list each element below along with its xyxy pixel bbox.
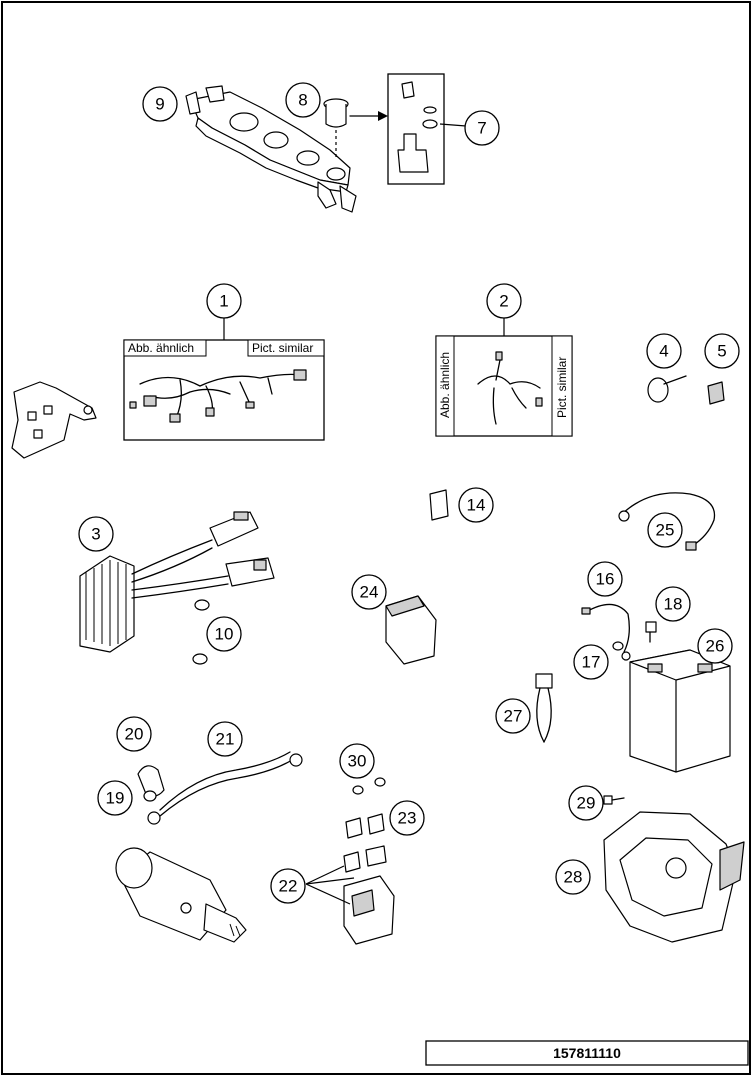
- battery-box: [603, 811, 745, 943]
- svg-text:5: 5: [717, 342, 726, 361]
- screws: [192, 599, 210, 665]
- similar-label-de-2: Abb. ähnlich: [438, 352, 452, 418]
- small-relay: [429, 489, 449, 521]
- callout-2: 2: [486, 283, 522, 319]
- callout-22: 22: [270, 868, 306, 904]
- callout-16: 16: [587, 561, 623, 597]
- svg-text:27: 27: [504, 707, 523, 726]
- callout-18: 18: [655, 586, 691, 622]
- callout-8: 8: [285, 82, 321, 118]
- bracket-assembly: [185, 85, 357, 213]
- svg-text:29: 29: [577, 794, 596, 813]
- svg-text:7: 7: [477, 119, 486, 138]
- svg-text:16: 16: [596, 570, 615, 589]
- callout-27: 27: [495, 698, 531, 734]
- svg-text:3: 3: [91, 525, 100, 544]
- callout-17: 17: [573, 644, 609, 680]
- svg-text:8: 8: [298, 91, 307, 110]
- part-number: 157811110: [553, 1045, 621, 1061]
- leader-lines-22: [305, 865, 355, 905]
- similar-label-en: Pict. similar: [252, 341, 313, 355]
- battery-cable: [618, 492, 716, 551]
- callout-9: 9: [142, 86, 178, 122]
- washer: [612, 641, 624, 651]
- svg-text:2: 2: [499, 292, 508, 311]
- cable-tie: [647, 375, 687, 403]
- callout-3: 3: [78, 516, 114, 552]
- similar-label-de: Abb. ähnlich: [128, 341, 194, 355]
- callout-20: 20: [116, 716, 152, 752]
- ground-lead: [581, 603, 631, 661]
- screw-29: [603, 795, 625, 805]
- svg-text:23: 23: [398, 809, 417, 828]
- svg-text:26: 26: [706, 637, 725, 656]
- control-unit: [385, 595, 437, 665]
- svg-text:4: 4: [659, 342, 668, 361]
- bushing-part: [323, 98, 349, 160]
- voltage-regulator: [79, 511, 275, 653]
- part-number-box: 157811110: [425, 1040, 749, 1066]
- fuse-holder: [535, 673, 553, 743]
- mounting-plate: [11, 381, 97, 459]
- starter-cable: [147, 751, 303, 825]
- callout-19: 19: [97, 780, 133, 816]
- callout-26: 26: [697, 628, 733, 664]
- svg-text:28: 28: [564, 868, 583, 887]
- callout-30: 30: [339, 743, 375, 779]
- small-screws: [352, 777, 386, 795]
- detail-box-7: [387, 73, 467, 185]
- harness-1-box: Abb. ähnlich Pict. similar: [123, 318, 325, 441]
- callout-4: 4: [646, 333, 682, 369]
- starter-motor: [115, 847, 247, 943]
- callout-28: 28: [555, 859, 591, 895]
- svg-text:9: 9: [155, 95, 164, 114]
- similar-label-en-2: Pict. similar: [555, 357, 569, 418]
- detail-arrow-head: [378, 111, 388, 121]
- callout-25: 25: [647, 512, 683, 548]
- nut: [143, 790, 157, 802]
- svg-text:14: 14: [467, 496, 486, 515]
- svg-text:22: 22: [279, 877, 298, 896]
- svg-text:21: 21: [216, 730, 235, 749]
- callout-14: 14: [458, 487, 494, 523]
- fuses: [345, 813, 385, 839]
- svg-text:18: 18: [664, 595, 683, 614]
- callout-1: 1: [206, 283, 242, 319]
- svg-text:10: 10: [215, 625, 234, 644]
- svg-text:24: 24: [360, 583, 379, 602]
- callout-10: 10: [206, 616, 242, 652]
- svg-text:17: 17: [582, 653, 601, 672]
- callout-5: 5: [704, 333, 740, 369]
- callout-24: 24: [351, 574, 387, 610]
- starter-relay: [343, 845, 395, 945]
- callout-29: 29: [568, 785, 604, 821]
- svg-text:30: 30: [348, 752, 367, 771]
- harness-2-box: Abb. ähnlich Pict. similar: [435, 318, 573, 437]
- bolt-18: [645, 621, 657, 643]
- svg-text:1: 1: [219, 292, 228, 311]
- callout-23: 23: [389, 800, 425, 836]
- battery: [629, 649, 731, 773]
- svg-text:25: 25: [656, 521, 675, 540]
- svg-text:19: 19: [106, 789, 125, 808]
- callout-7: 7: [464, 110, 500, 146]
- callout-21: 21: [207, 721, 243, 757]
- clip: [707, 381, 725, 405]
- svg-text:20: 20: [125, 725, 144, 744]
